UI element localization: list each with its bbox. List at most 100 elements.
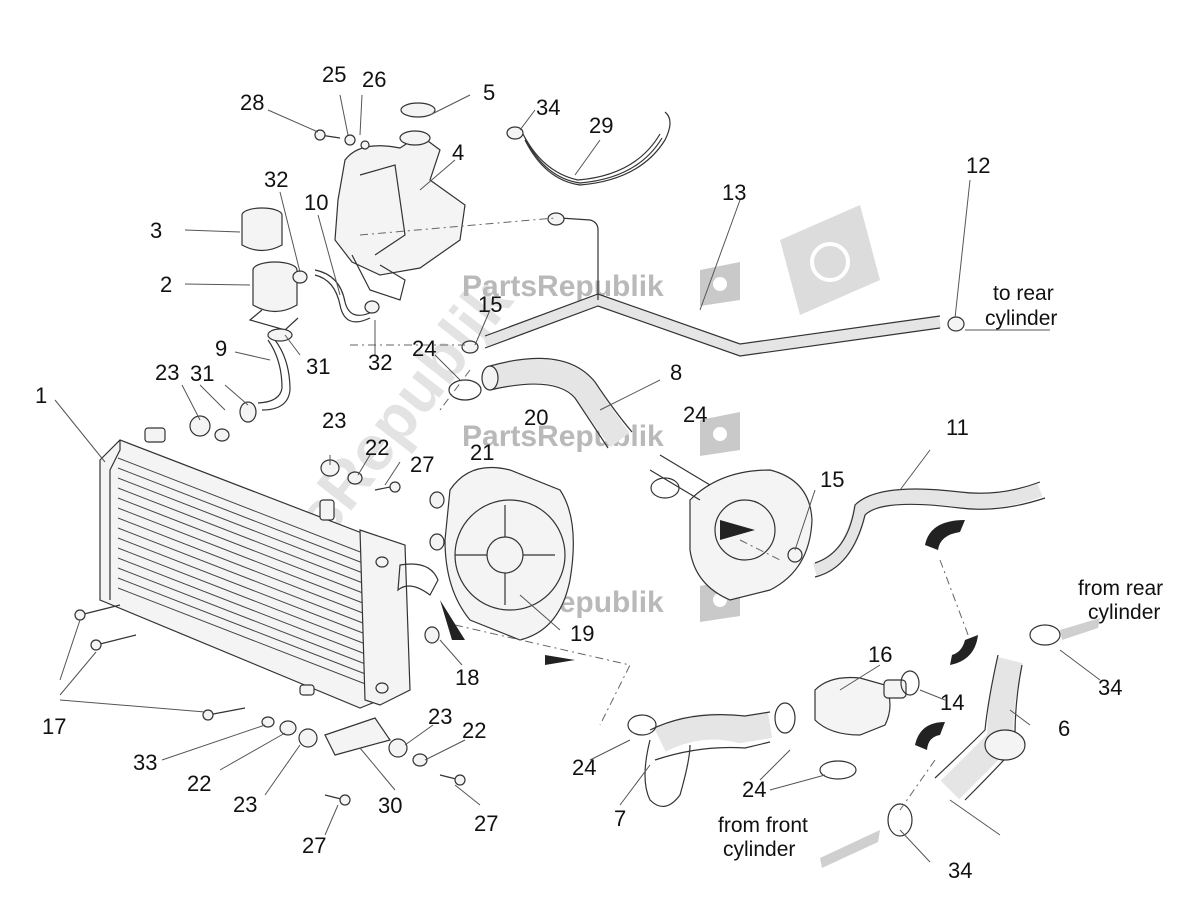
hose-7-fill <box>654 712 773 752</box>
label-part-19: 19 <box>570 621 594 646</box>
cooling-fan <box>444 466 574 641</box>
overflow-hose-edge <box>520 129 661 181</box>
label-part-11: 11 <box>946 415 969 440</box>
gear-icon <box>713 427 727 441</box>
washer <box>412 753 428 767</box>
label-part-32-b: 32 <box>368 350 392 375</box>
label-part-23-c: 23 <box>233 792 257 817</box>
label-part-20: 20 <box>524 405 548 430</box>
pipe-10-fill <box>314 274 371 323</box>
note-to-rear-line2: cylinder <box>985 307 1057 330</box>
hose-clamp <box>819 760 857 780</box>
note-from-rear-line2: cylinder <box>1088 601 1160 624</box>
label-part-24-a: 24 <box>412 336 436 361</box>
label-part-32-a: 32 <box>264 167 288 192</box>
flow-arrows <box>350 217 1100 868</box>
note-from-front-line2: cylinder <box>723 838 795 861</box>
hose-7-bend <box>644 739 691 807</box>
spacer <box>429 533 445 551</box>
label-part-25: 25 <box>322 62 346 87</box>
label-part-23-a: 23 <box>155 360 179 385</box>
label-part-34-a: 34 <box>536 95 560 120</box>
label-part-23-b: 23 <box>322 408 346 433</box>
radiator-fins <box>117 457 369 686</box>
leader-lines <box>54 94 1101 863</box>
hardware <box>74 126 1061 837</box>
bolts <box>79 134 461 801</box>
washer <box>261 716 275 728</box>
filler-cap <box>241 207 283 252</box>
washer <box>214 428 230 442</box>
y-pipe-branch <box>559 217 599 300</box>
spacer <box>279 720 297 736</box>
hose-clamp <box>448 379 482 401</box>
label-part-15-pump: 15 <box>820 467 844 492</box>
label-part-27-b: 27 <box>474 811 498 836</box>
y-pipe <box>484 293 941 357</box>
overflow-hose-fill <box>524 137 663 184</box>
label-part-12: 12 <box>966 153 990 178</box>
grommet <box>189 415 211 437</box>
radiator <box>99 427 439 709</box>
gear-icon <box>713 277 727 291</box>
hose-8-end <box>481 365 499 391</box>
label-part-27-c: 27 <box>302 833 326 858</box>
note-from-rear-line1: from rear <box>1078 577 1163 600</box>
spacer <box>424 626 440 644</box>
label-part-22-c: 22 <box>462 718 486 743</box>
hose-9-fill <box>261 339 291 411</box>
label-part-23-d: 23 <box>428 704 452 729</box>
watermark-middle: PartsRepublik <box>462 420 664 453</box>
hose-11 <box>814 481 1046 578</box>
spacer <box>429 491 445 509</box>
label-part-29: 29 <box>589 113 613 138</box>
label-part-33: 33 <box>133 750 157 775</box>
hose-clamp <box>650 477 680 499</box>
gear-icon <box>810 242 850 282</box>
label-part-31-b: 31 <box>306 354 330 379</box>
hose-clamp <box>774 702 796 734</box>
thermostat <box>814 676 907 736</box>
label-part-2: 2 <box>160 272 172 297</box>
bracket <box>324 717 391 756</box>
hose-6-junction <box>984 729 1026 761</box>
part-labels: 1 2 3 4 5 6 7 8 9 10 11 12 13 14 15 15 1… <box>35 62 1122 883</box>
label-part-24-b: 24 <box>683 402 707 427</box>
label-part-31-a: 31 <box>190 361 214 386</box>
hose-11-fill <box>812 483 1043 577</box>
hose-9 <box>257 339 283 404</box>
label-part-9: 9 <box>215 336 227 361</box>
note-to-rear-line1: to rear <box>993 282 1054 305</box>
label-part-24-c: 24 <box>572 755 596 780</box>
label-part-3: 3 <box>150 218 162 243</box>
label-part-16: 16 <box>868 642 892 667</box>
label-part-14: 14 <box>940 690 964 715</box>
water-pump <box>649 454 813 601</box>
overflow-hose <box>524 111 671 186</box>
watermark-top: PartsRepublik <box>462 270 664 303</box>
grommet <box>298 728 318 748</box>
label-part-4: 4 <box>452 140 464 165</box>
label-part-7: 7 <box>614 806 626 831</box>
pipe-end-cap <box>947 316 965 332</box>
label-part-22-a: 22 <box>365 435 389 460</box>
label-part-15-top: 15 <box>478 292 502 317</box>
label-part-13: 13 <box>722 180 746 205</box>
hose-clamp <box>887 803 913 837</box>
label-part-8: 8 <box>670 360 682 385</box>
hose-clamp <box>627 714 657 736</box>
label-part-34-b: 34 <box>1098 675 1122 700</box>
label-part-21: 21 <box>470 440 494 465</box>
label-part-27-a: 27 <box>410 452 434 477</box>
label-part-24-d: 24 <box>742 777 766 802</box>
tank-cap <box>400 102 436 118</box>
label-part-28: 28 <box>240 90 264 115</box>
label-part-34-c: 34 <box>948 858 972 883</box>
y-pipe-fill <box>482 293 941 357</box>
hose-8 <box>489 357 633 449</box>
routing-notes: to rear cylinder from rear cylinder from… <box>718 282 1163 861</box>
washer <box>347 471 363 485</box>
label-part-10: 10 <box>304 190 328 215</box>
label-part-30: 30 <box>378 793 402 818</box>
